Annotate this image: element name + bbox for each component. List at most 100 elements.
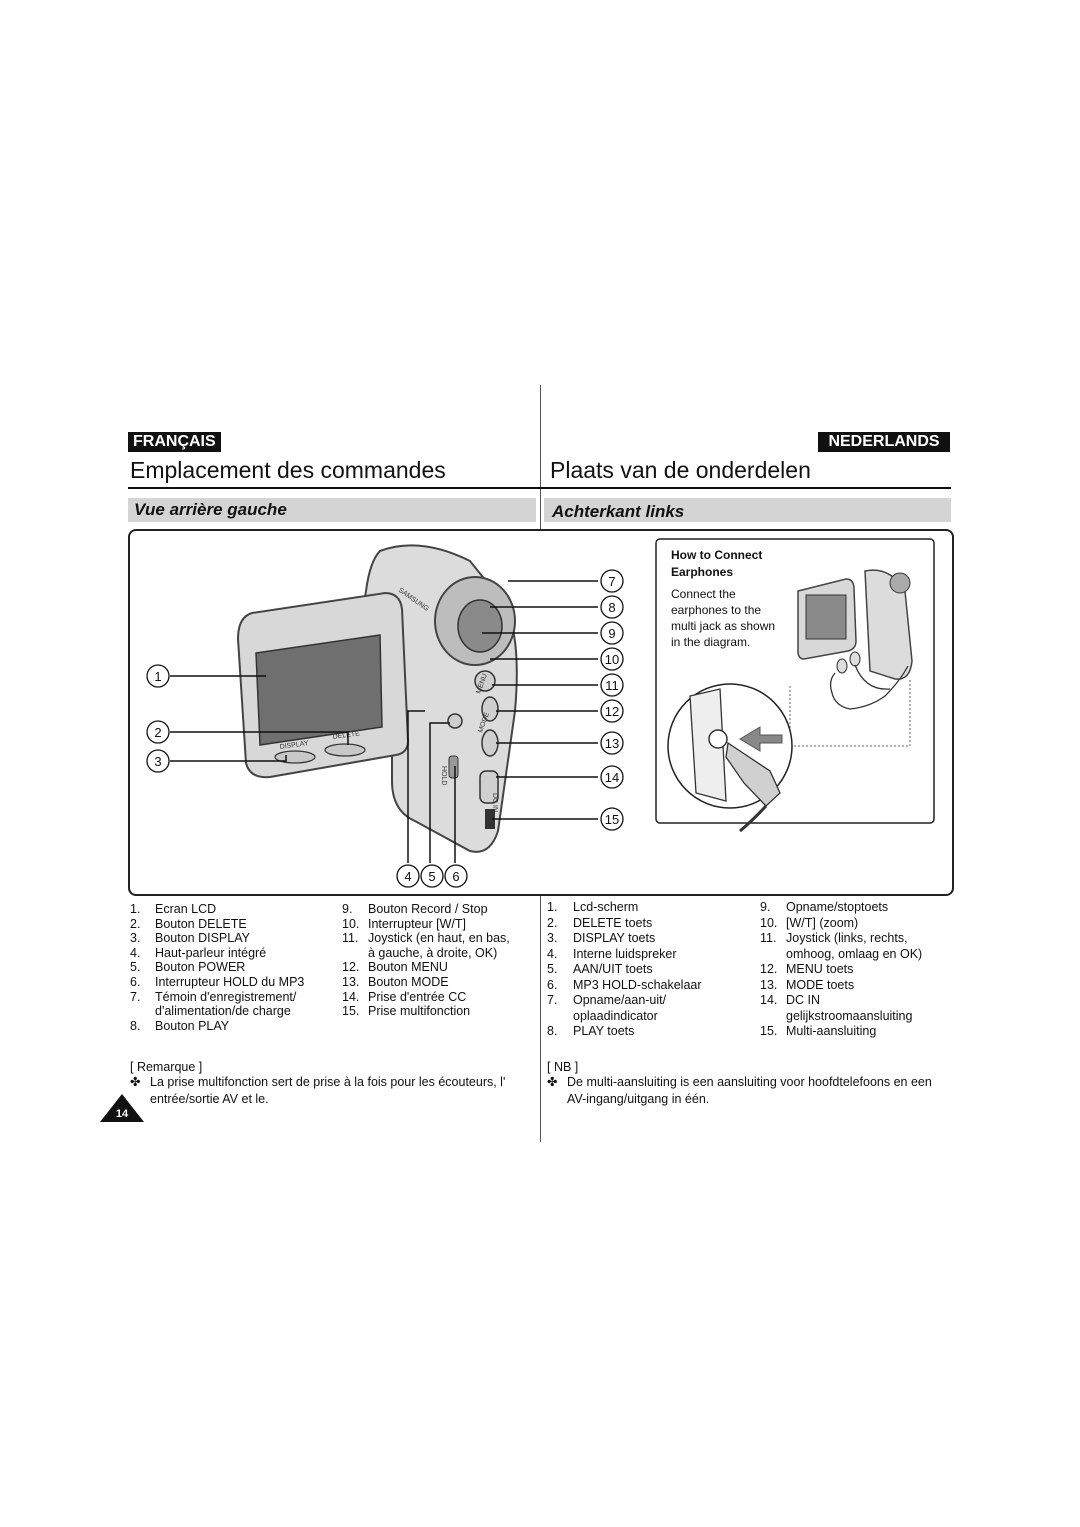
list-item-label: DC IN: [786, 993, 821, 1007]
list-item-number: 14.: [760, 993, 778, 1007]
list-item-number: 1.: [130, 902, 141, 916]
list-item-number: 5.: [130, 960, 141, 975]
list-item-number: 4.: [547, 946, 558, 961]
page-number-marker: 14: [100, 1094, 144, 1122]
list-item-number: 9.: [342, 902, 353, 916]
callout-11: 11: [605, 678, 619, 693]
list-item-label: Opname/stoptoets: [786, 900, 889, 914]
note-heading-french: [ Remarque ]: [130, 1060, 203, 1074]
list-item-label: MENU toets: [786, 962, 854, 976]
list-item-label: Interrupteur HOLD du MP3: [155, 975, 305, 989]
subtitle-bar-right: [544, 498, 951, 522]
lcd-panel: [236, 591, 410, 779]
note-line2-dutch: AV-ingang/uitgang in één.: [567, 1092, 710, 1106]
list-item-number: 9.: [760, 900, 771, 914]
list-item-label: Bouton DISPLAY: [155, 931, 250, 946]
subtitle-dutch: Achterkant links: [552, 502, 685, 521]
list-item-number: 11.: [760, 931, 777, 945]
inset-heading-line2: Earphones: [671, 565, 734, 579]
note-heading-dutch: [ NB ]: [547, 1060, 579, 1074]
inset-body-line3: multi jack as shown: [671, 619, 776, 633]
callout-13: 13: [605, 736, 619, 751]
list-item-number: 15.: [342, 1004, 360, 1019]
page-title-dutch: Plaats van de onderdelen: [550, 457, 811, 483]
list-item-number: 1.: [547, 900, 558, 914]
subtitle-french: Vue arrière gauche: [134, 500, 287, 519]
callout-leader-lines: [170, 580, 598, 863]
list-item-label: MP3 HOLD-schakelaar: [573, 977, 702, 992]
list-item-label: Bouton PLAY: [155, 1018, 230, 1033]
callout-14: 14: [605, 770, 619, 785]
note-symbol-french: ✤: [130, 1075, 141, 1089]
list-item-label: Bouton DELETE: [155, 916, 247, 931]
note-line1-french: La prise multifonction sert de prise à l…: [150, 1075, 506, 1089]
inset-body-line2: earphones to the: [671, 603, 762, 617]
list-item-label: Joystick (links, rechts,: [786, 931, 908, 945]
list-item-label: Haut-parleur intégré: [155, 945, 267, 960]
list-item-label: [W/T] (zoom): [786, 915, 859, 930]
list-item-number: 12.: [760, 962, 778, 976]
list-item-label: Bouton MENU: [368, 960, 448, 975]
list-item-number: 7.: [547, 993, 558, 1007]
callout-1: 1: [154, 669, 161, 684]
language-badge-french: FRANÇAIS: [128, 432, 221, 452]
title-rule-left: [128, 487, 540, 489]
list-item-label: Bouton POWER: [155, 960, 246, 975]
language-badge-dutch: NEDERLANDS: [818, 432, 950, 452]
list-item-label: Lcd-scherm: [573, 900, 639, 914]
callout-9: 9: [608, 626, 615, 641]
list-item-number: 14.: [342, 989, 360, 1004]
callout-2: 2: [154, 725, 161, 740]
callout-12: 12: [605, 704, 619, 719]
inset-body-line4: in the diagram.: [671, 635, 751, 649]
list-item-number: 8.: [547, 1024, 558, 1038]
list-item-number: 3.: [130, 931, 141, 946]
list-item-label: Interrupteur [W/T]: [368, 916, 466, 931]
list-item-number: 15.: [760, 1024, 778, 1038]
callout-10: 10: [605, 652, 619, 667]
list-item-label: Ecran LCD: [155, 902, 217, 916]
list-item-number: 12.: [342, 960, 360, 975]
page-number: 14: [116, 1108, 129, 1120]
device-label-display: DISPLAY: [279, 740, 309, 751]
list-item-label: d'alimentation/de charge: [155, 1004, 291, 1019]
list-item-number: 11.: [342, 931, 359, 946]
inset-heading-line1: How to Connect: [671, 548, 763, 562]
callout-7: 7: [608, 574, 615, 589]
title-rule-right: [540, 487, 951, 489]
list-item-label: gelijkstroomaansluiting: [786, 1008, 913, 1023]
page-title-french: Emplacement des commandes: [130, 457, 446, 483]
list-item-number: 7.: [130, 989, 141, 1004]
list-item-label: oplaadindicator: [573, 1008, 658, 1023]
list-item-label: MODE toets: [786, 977, 855, 992]
callout-3: 3: [154, 754, 161, 769]
device-label-delete: DELETE: [332, 730, 360, 741]
list-item-label: Bouton Record / Stop: [368, 902, 488, 916]
list-item-label: à gauche, à droite, OK): [368, 945, 498, 960]
list-item-label: Bouton MODE: [368, 975, 449, 989]
list-item-label: Opname/aan-uit/: [573, 993, 667, 1007]
list-item-label: Joystick (en haut, en bas,: [368, 931, 510, 946]
list-item-number: 10.: [760, 915, 778, 930]
callout-5: 5: [428, 869, 435, 884]
inset-body-line1: Connect the: [671, 587, 736, 601]
list-item-label: AAN/UIT toets: [573, 962, 653, 976]
list-item-number: 6.: [547, 977, 558, 992]
diagram-figure: DISPLAY DELETE MENU MODE DC IN HOLD SAMS…: [128, 529, 954, 896]
list-item-label: Prise multifonction: [368, 1004, 471, 1019]
list-item-label: Prise d'entrée CC: [368, 989, 467, 1004]
callout-6: 6: [452, 869, 459, 884]
camcorder-diagram: DISPLAY DELETE MENU MODE DC IN HOLD SAMS…: [146, 538, 935, 888]
list-item-number: 8.: [130, 1018, 141, 1033]
earphone-inset: [655, 538, 935, 833]
list-item-number: 2.: [130, 916, 141, 931]
note-symbol-dutch: ✤: [547, 1075, 558, 1089]
callout-4: 4: [404, 869, 411, 884]
subtitle-bar-left: [128, 498, 536, 522]
list-item-number: 4.: [130, 945, 141, 960]
list-item-label: omhoog, omlaag en OK): [786, 946, 923, 961]
device-label-dcin: DC IN: [491, 793, 498, 812]
note-line1-dutch: De multi-aansluiting is een aansluiting …: [567, 1075, 932, 1089]
list-item-number: 13.: [760, 977, 778, 992]
list-item-number: 2.: [547, 915, 558, 930]
